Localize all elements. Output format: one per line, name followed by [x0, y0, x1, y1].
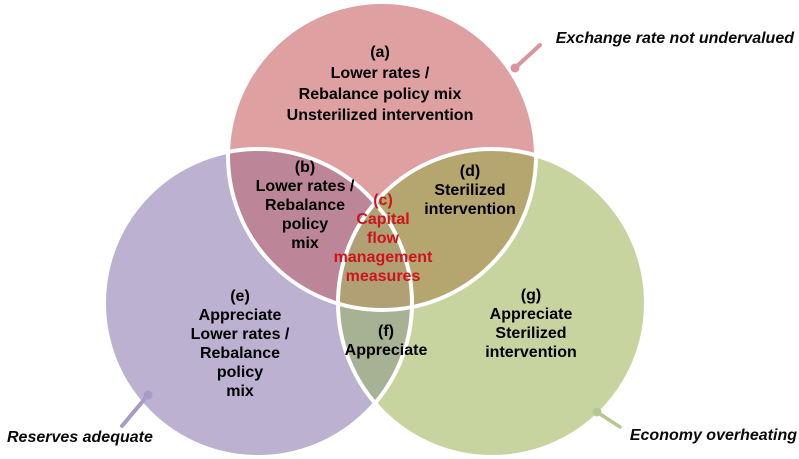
circle-reserves-outline — [102, 147, 414, 459]
annotation-reserves-adequate: Reserves adequate — [7, 429, 153, 446]
leader-reserves-line — [120, 393, 150, 428]
region-label-f: (f) Appreciate — [344, 323, 428, 359]
leader-exchange-dot — [510, 63, 520, 73]
region-label-g: (g) Appreciate Sterilized intervention — [485, 287, 577, 361]
region-label-d: (d) Sterilized intervention — [424, 163, 516, 218]
region-label-e: (e) Appreciate Lower rates / Rebalance p… — [190, 288, 290, 400]
leader-reserves-dot — [143, 390, 153, 400]
annotation-exchange-rate-not-undervalued: Exchange rate not undervalued — [555, 30, 794, 47]
region-label-b: (b) Lower rates / Rebalance policy mix — [255, 159, 355, 252]
region-label-a: (a) Lower rates / Rebalance policy mix U… — [286, 44, 474, 124]
leader-economy-line — [595, 410, 622, 429]
annotation-economy-overheating: Economy overheating — [629, 427, 797, 444]
leader-economy-dot — [592, 407, 602, 417]
leader-exchange-line — [513, 43, 542, 70]
region-label-c-capital-flow: (c) Capital flow management measures — [333, 192, 433, 285]
circle-economy-outline — [336, 147, 648, 459]
